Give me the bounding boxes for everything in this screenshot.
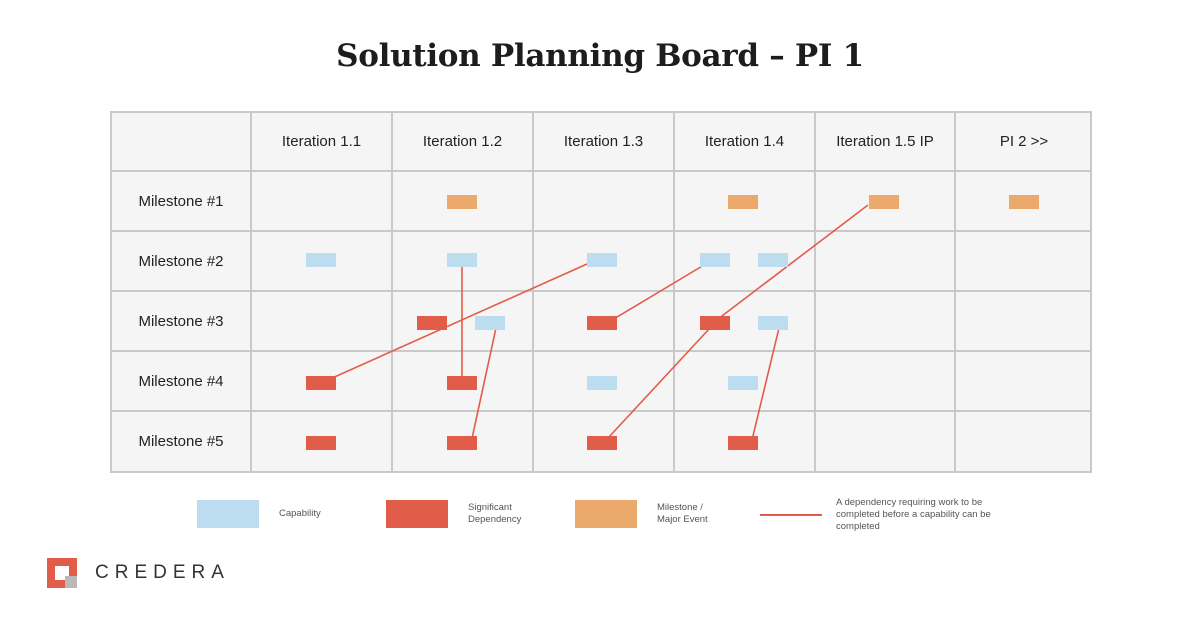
board-cell [816, 412, 956, 471]
credera-logo: CREDERA [47, 558, 230, 588]
logo-text: CREDERA [95, 562, 230, 583]
legend-label: Milestone / Major Event [657, 502, 708, 526]
board-cell [816, 292, 956, 352]
board-cell [956, 412, 1092, 471]
board-cell [252, 172, 393, 232]
board-cell [252, 232, 393, 292]
board-cell [956, 172, 1092, 232]
legend-dependency-line: A dependency requiring work to be comple… [760, 497, 991, 533]
row-header: Milestone #3 [112, 292, 252, 352]
legend-label-line: completed before a capability can be [836, 509, 991, 520]
column-header: Iteration 1.2 [393, 113, 534, 172]
board-cell [956, 352, 1092, 412]
board-cell [393, 352, 534, 412]
legend-label-line: A dependency requiring work to be [836, 497, 983, 508]
row-header: Milestone #2 [112, 232, 252, 292]
board-cell [675, 412, 816, 471]
board-cell [956, 292, 1092, 352]
legend-label: Capability [279, 508, 321, 519]
credera-logo-icon [47, 558, 77, 588]
board-cell [393, 412, 534, 471]
legend-label-line: completed [836, 521, 880, 532]
board-cell [393, 292, 534, 352]
column-header: Iteration 1.1 [252, 113, 393, 172]
legend-label-line: Significant [468, 502, 512, 513]
milestone-swatch [575, 500, 637, 528]
board-cell [816, 352, 956, 412]
legend-label: A dependency requiring work to be comple… [836, 497, 991, 533]
dependency-line-swatch [760, 514, 822, 516]
board-cell [816, 232, 956, 292]
board-cell [252, 412, 393, 471]
board-cell [534, 352, 675, 412]
capability-swatch [197, 500, 259, 528]
page-title: Solution Planning Board – PI 1 [336, 38, 864, 74]
legend-label-line: Milestone / [657, 502, 703, 513]
column-header: PI 2 >> [956, 113, 1092, 172]
corner-cell [112, 113, 252, 172]
row-header: Milestone #4 [112, 352, 252, 412]
board-cell [956, 232, 1092, 292]
legend-milestone: Milestone / Major Event [575, 500, 708, 528]
column-header: Iteration 1.4 [675, 113, 816, 172]
legend-label-line: Dependency [468, 514, 522, 525]
board-cell [534, 232, 675, 292]
board-cell [534, 412, 675, 471]
dependency-swatch [386, 500, 448, 528]
legend-label: Significant Dependency [468, 502, 521, 526]
board-cell [252, 292, 393, 352]
column-header: Iteration 1.3 [534, 113, 675, 172]
board-cell [675, 232, 816, 292]
board-cell [534, 172, 675, 232]
board-cell [675, 292, 816, 352]
legend-dependency: Significant Dependency [386, 500, 521, 528]
board-cell [393, 172, 534, 232]
planning-board: Iteration 1.1 Iteration 1.2 Iteration 1.… [110, 111, 1092, 473]
row-header: Milestone #5 [112, 412, 252, 471]
board-cell [393, 232, 534, 292]
column-header: Iteration 1.5 IP [816, 113, 956, 172]
legend-capability: Capability [197, 500, 321, 528]
board-cell [816, 172, 956, 232]
board-cell [252, 352, 393, 412]
row-header: Milestone #1 [112, 172, 252, 232]
board-cell [534, 292, 675, 352]
legend-label-line: Major Event [657, 514, 708, 525]
board-cell [675, 172, 816, 232]
board-cell [675, 352, 816, 412]
